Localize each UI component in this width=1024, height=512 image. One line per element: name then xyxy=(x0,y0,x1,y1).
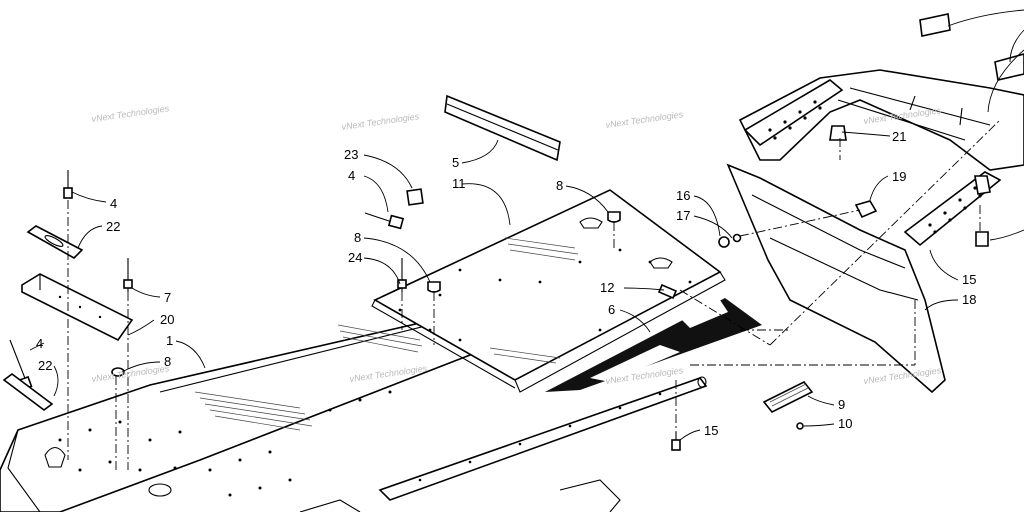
top-panel-part xyxy=(337,189,726,393)
callout-labels: 4 22 7 20 1 8 4 22 23 4 8 24 5 11 8 12 6… xyxy=(36,129,976,438)
callout-label: 6 xyxy=(608,302,615,317)
rear-flap-part xyxy=(726,163,946,394)
assembly-lines xyxy=(67,119,1001,470)
trim-strip-part xyxy=(444,94,561,162)
callout-label: 7 xyxy=(164,290,171,305)
callout-label: 8 xyxy=(164,354,171,369)
callout-label: 22 xyxy=(38,358,52,373)
watermark-text: vNext Technologies xyxy=(605,109,684,130)
small-decal-part xyxy=(406,188,424,206)
callout-label: 15 xyxy=(962,272,976,287)
callout-label: 4 xyxy=(348,168,355,183)
callout-label: 4 xyxy=(36,336,43,351)
callout-label: 21 xyxy=(892,129,906,144)
watermark-text: vNext Technologies xyxy=(91,103,170,124)
callout-label: 1 xyxy=(166,333,173,348)
callout-label: 23 xyxy=(344,147,358,162)
callout-label: 15 xyxy=(704,423,718,438)
callout-label: 20 xyxy=(160,312,174,327)
callout-label: 19 xyxy=(892,169,906,184)
callout-label: 8 xyxy=(556,178,563,193)
watermark-text: vNext Technologies xyxy=(91,363,170,384)
callout-label: 18 xyxy=(962,292,976,307)
leader-lines xyxy=(29,9,1024,441)
reflector-part xyxy=(762,380,814,430)
rear-clips xyxy=(829,13,1024,247)
rear-grab-handle-part xyxy=(738,69,1024,247)
tunnel-part xyxy=(0,299,562,512)
callout-label: 11 xyxy=(452,176,466,191)
callout-label: 22 xyxy=(106,219,120,234)
callout-label: 10 xyxy=(838,416,852,431)
callout-label: 17 xyxy=(676,208,690,223)
callout-label: 4 xyxy=(110,196,117,211)
callout-label: 9 xyxy=(838,397,845,412)
callout-label: 16 xyxy=(676,188,690,203)
side-decal-part xyxy=(545,298,762,392)
left-fasteners xyxy=(2,170,134,411)
center-fasteners xyxy=(364,211,742,451)
callout-label: 24 xyxy=(348,250,362,265)
watermark-text: vNext Technologies xyxy=(341,111,420,132)
callout-label: 12 xyxy=(600,280,614,295)
callout-label: 5 xyxy=(452,155,459,170)
tunnel-side-rail xyxy=(299,376,708,512)
callout-label: 8 xyxy=(354,230,361,245)
